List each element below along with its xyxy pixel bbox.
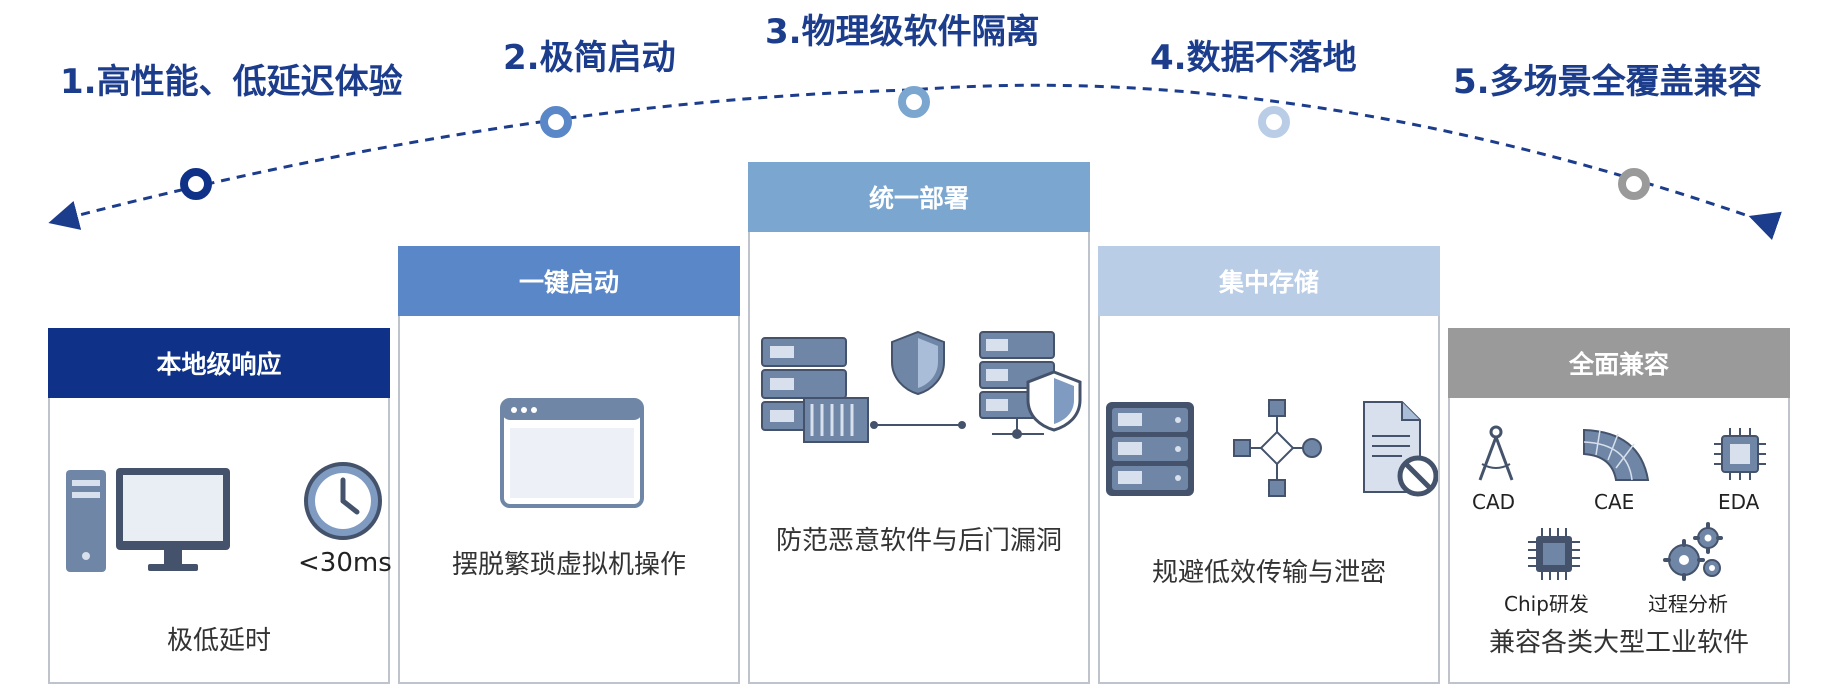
software-label-cae: CAE <box>1594 490 1635 514</box>
software-label-chip: Chip研发 <box>1504 592 1589 616</box>
timeline-node-2 <box>540 106 572 138</box>
compass-icon <box>1478 425 1514 481</box>
card-header: 集中存储 <box>1098 246 1440 316</box>
browser-window-icon <box>500 398 644 508</box>
gears-icon <box>1663 522 1723 581</box>
protected-server-icon <box>979 331 1082 439</box>
storage-server-icon <box>1106 402 1194 496</box>
chip-icon <box>1528 528 1580 580</box>
feature-title-4: 4.数据不落地 <box>1150 38 1357 78</box>
card-caption: 极低延时 <box>166 626 271 656</box>
connection-line-icon <box>870 421 966 429</box>
circuit-board-icon <box>1714 428 1766 480</box>
software-label-process-analysis: 过程分析 <box>1648 592 1728 616</box>
card-header: 本地级响应 <box>48 328 390 398</box>
software-label-eda: EDA <box>1718 490 1760 514</box>
clock-icon <box>304 462 382 540</box>
network-flow-icon <box>1233 399 1322 497</box>
card-unified-deployment: 统一部署 <box>748 162 1090 684</box>
card-header: 全面兼容 <box>1448 328 1790 398</box>
security-shield-icon <box>891 330 945 396</box>
card-header: 统一部署 <box>748 162 1090 232</box>
card-caption: 摆脱繁琐虚拟机操作 <box>451 550 686 580</box>
card-header: 一键启动 <box>398 246 740 316</box>
software-label-cad: CAD <box>1472 490 1516 514</box>
feature-title-3: 3.物理级软件隔离 <box>765 12 1040 52</box>
card-caption: 兼容各类大型工业软件 <box>1488 628 1749 658</box>
mesh-fan-icon <box>1583 428 1650 481</box>
feature-title-2: 2.极简启动 <box>503 38 676 78</box>
card-one-click-launch: 一键启动 摆脱繁琐虚拟机操作 <box>398 246 740 684</box>
desktop-computer-icon <box>66 468 230 572</box>
timeline-node-1 <box>180 168 212 200</box>
card-centralized-storage: 集中存储 <box>1098 246 1440 684</box>
timeline-node-5 <box>1618 168 1650 200</box>
timeline-node-3 <box>898 86 930 118</box>
feature-title-1: 1.高性能、低延迟体验 <box>60 62 403 102</box>
card-caption: 规避低效传输与泄密 <box>1151 558 1386 588</box>
card-caption: 防范恶意软件与后门漏洞 <box>775 526 1062 556</box>
latency-label: <30ms <box>298 548 392 578</box>
feature-title-5: 5.多场景全覆盖兼容 <box>1453 62 1762 102</box>
server-stack-icon <box>761 337 869 443</box>
card-full-compatibility: 全面兼容 CAD CAE EDA <box>1448 328 1790 684</box>
card-local-response: 本地级响应 <30ms 极低延时 <box>48 328 392 684</box>
blocked-document-icon <box>1363 401 1438 497</box>
timeline-node-4 <box>1258 106 1290 138</box>
